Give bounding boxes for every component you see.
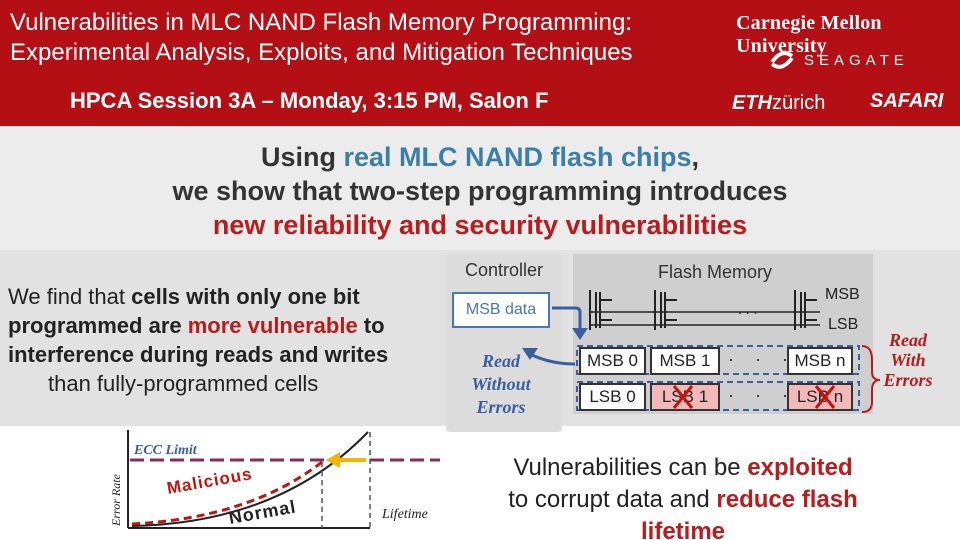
lifetime-reduction-arrow-head xyxy=(326,452,340,468)
seagate-logo: SEAGATE xyxy=(768,46,909,74)
read-arrow-line xyxy=(529,352,576,366)
takeaway-text: Vulnerabilities can be exploited to corr… xyxy=(466,452,900,540)
claim-bold-programmed: programmed are xyxy=(8,313,188,338)
claim-more-vulnerable: more vulnerable xyxy=(187,313,358,338)
transistor-3 xyxy=(794,290,817,330)
read-wo-line-2: Without xyxy=(471,374,531,394)
write-arrow-head xyxy=(572,328,588,340)
eth-logo: ETHzürich xyxy=(732,92,825,115)
error-x-icon-lsb-1 xyxy=(672,385,694,409)
wordline-lines xyxy=(590,311,820,326)
headline-line-2: we show that two-step programming introd… xyxy=(172,176,788,206)
takeaway-exploited: exploited xyxy=(747,454,853,481)
malicious-label: Malicious xyxy=(165,464,253,498)
headline: Using real MLC NAND flash chips, we show… xyxy=(0,140,960,242)
seagate-swirl-icon xyxy=(770,51,794,69)
read-err-line-3: Errors xyxy=(883,370,933,390)
slide-title: Vulnerabilities in MLC NAND Flash Memory… xyxy=(10,8,710,68)
malicious-curve xyxy=(131,460,323,526)
controller-label: Controller xyxy=(464,260,544,280)
lifetime-graph: Error Rate Lifetime ECC Limit Malicious … xyxy=(109,430,440,529)
read-arrow-head xyxy=(522,348,538,360)
eth-logo-rest: zürich xyxy=(772,92,826,114)
takeaway-reduce-flash: reduce flash xyxy=(716,486,858,513)
error-x-icon-lsb-n xyxy=(814,385,836,409)
cell-lsb-n: LSB n xyxy=(787,383,853,411)
headline-comma: , xyxy=(691,142,700,172)
header-band xyxy=(0,0,960,126)
ecc-limit-label: ECC Limit xyxy=(133,443,198,458)
error-bracket xyxy=(861,345,881,413)
cell-lsb-1: LSB 1 xyxy=(650,383,720,411)
claim-to: to xyxy=(357,313,385,338)
read-with-errors-label: Read With Errors xyxy=(868,330,948,390)
eth-logo-bold: ETH xyxy=(732,92,772,114)
title-line-1: Vulnerabilities in MLC NAND Flash Memory… xyxy=(10,9,632,36)
msb-data-box: MSB data xyxy=(452,292,550,328)
headline-text: Using xyxy=(260,142,344,172)
normal-label: Normal xyxy=(227,496,297,528)
session-info: HPCA Session 3A – Monday, 3:15 PM, Salon… xyxy=(70,88,549,113)
controller-box xyxy=(446,254,562,432)
headline-line-3: new reliability and security vulnerabili… xyxy=(212,210,748,240)
read-wo-line-3: Errors xyxy=(476,397,526,417)
takeaway-lifetime: lifetime xyxy=(640,518,726,540)
takeaway-c: to corrupt data and xyxy=(508,486,717,513)
headline-band xyxy=(0,126,960,250)
graph-x-label: Lifetime xyxy=(381,507,428,522)
write-arrow-line xyxy=(552,306,582,330)
claim-interference: interference during reads and writes xyxy=(8,342,389,367)
claim-line-4: than fully-programmed cells xyxy=(48,371,319,396)
claim-text-a: We find that xyxy=(8,284,132,309)
lsb-tag: LSB xyxy=(828,316,859,333)
msb-tag: MSB xyxy=(825,286,860,303)
graph-y-label: Error Rate xyxy=(109,473,123,527)
read-without-errors-label: Read Without Errors xyxy=(446,350,556,419)
cmu-logo: Carnegie Mellon University xyxy=(736,12,882,57)
takeaway-a: Vulnerabilities can be xyxy=(513,454,748,481)
seagate-wordmark: SEAGATE xyxy=(804,51,909,69)
title-line-2: Experimental Analysis, Exploits, and Mit… xyxy=(10,39,633,66)
cell-msb-1: MSB 1 xyxy=(650,347,720,375)
cell-lsb-0: LSB 0 xyxy=(579,383,646,411)
cell-msb-n: MSB n xyxy=(787,347,853,375)
cell-msb-0: MSB 0 xyxy=(579,347,646,375)
read-err-line-2: With xyxy=(890,350,926,370)
claim-bold-cells: cells with only one bit xyxy=(131,284,360,309)
transistor-1 xyxy=(589,290,612,330)
safari-logo: SAFARI xyxy=(870,90,944,112)
read-err-line-1: Read xyxy=(889,330,927,350)
flash-memory-label: Flash Memory xyxy=(657,262,773,282)
transistor-2 xyxy=(654,290,677,330)
finding-text: We find that cells with only one bit pro… xyxy=(8,282,548,398)
transistor-dots: . . . xyxy=(738,301,757,317)
cell-lsb-dots: · · · xyxy=(728,385,796,405)
cell-msb-dots: · · · xyxy=(728,349,796,369)
headline-highlight: real MLC NAND flash chips xyxy=(343,142,692,172)
normal-curve xyxy=(131,431,369,527)
read-wo-line-1: Read xyxy=(482,351,520,371)
